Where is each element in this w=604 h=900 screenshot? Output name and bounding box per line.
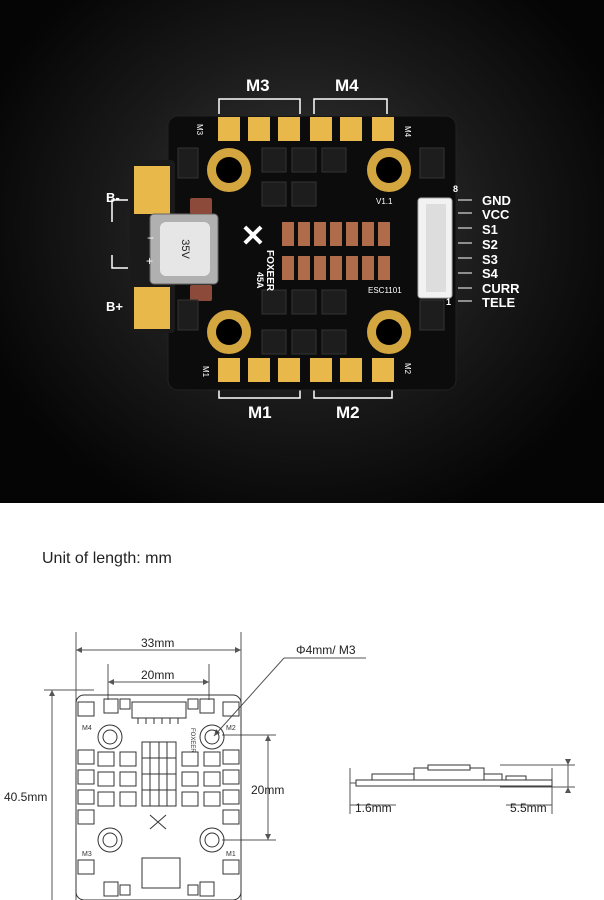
pin-label-vcc: VCC: [482, 207, 510, 222]
foxeer-logo: ✕ FOXEER 45A: [240, 220, 275, 292]
svg-text:✕: ✕: [240, 220, 265, 253]
silk-m4: M4: [403, 126, 412, 138]
unit-caption: Unit of length: mm: [42, 550, 172, 567]
silk-m2: M2: [403, 363, 412, 375]
dim-pcb-thickness: 1.6mm: [355, 801, 392, 815]
dim-hole-spacing-y: 20mm: [251, 783, 285, 797]
mosfets: [177, 147, 445, 355]
board-brand: FOXEER: [264, 250, 275, 292]
pin-label-gnd: GND: [482, 193, 511, 208]
signal-connector: [417, 197, 453, 299]
motor-pads-bottom: [218, 358, 394, 382]
motor-pads-top: [218, 117, 394, 141]
battery-label-positive: B+: [106, 299, 123, 314]
motor-label-m4: M4: [335, 76, 359, 95]
dim-board-width: 33mm: [141, 636, 175, 650]
board-version: V1.1: [376, 197, 393, 206]
capacitor-label: 35V: [179, 239, 191, 259]
battery-negative-pad: [134, 166, 170, 214]
battery-label-negative: B-: [106, 190, 120, 205]
silk-m1: M1: [201, 366, 210, 378]
product-photo-panel: 35V − +: [0, 0, 604, 503]
pin-number-1: 1: [446, 297, 451, 307]
capacitor-plus: +: [146, 254, 153, 268]
resistor-arrays: [282, 222, 390, 280]
dim-hole-spacing-x: 20mm: [141, 668, 175, 682]
motor-label-m1: M1: [248, 403, 272, 422]
dim-hole-diameter: Φ4mm/ M3: [296, 643, 356, 657]
esc-board-photo: 35V − +: [130, 115, 472, 391]
board-model: ESC1101: [368, 286, 402, 295]
pin-label-s4: S4: [482, 266, 498, 281]
dim-total-height: 5.5mm: [510, 801, 547, 815]
capacitor: 35V − +: [146, 213, 219, 285]
battery-positive-pad: [134, 287, 170, 329]
dim-board-length: 40.5mm: [4, 790, 48, 804]
pcb-board: 35V − +: [130, 115, 458, 391]
pin-label-tele: TELE: [482, 295, 516, 310]
pin-label-s2: S2: [482, 237, 498, 252]
pin-number-8: 8: [453, 184, 458, 194]
motor-label-m2: M2: [336, 403, 360, 422]
silk-m3: M3: [195, 124, 204, 136]
mounting-holes: [207, 148, 411, 354]
pin-leaders: [458, 199, 472, 302]
pin-label-s1: S1: [482, 222, 498, 237]
board-rating: 45A: [255, 272, 265, 289]
pin-label-curr: CURR: [482, 281, 520, 296]
pin-label-s3: S3: [482, 252, 498, 267]
motor-label-m3: M3: [246, 76, 270, 95]
capacitor-minus: −: [147, 231, 154, 245]
